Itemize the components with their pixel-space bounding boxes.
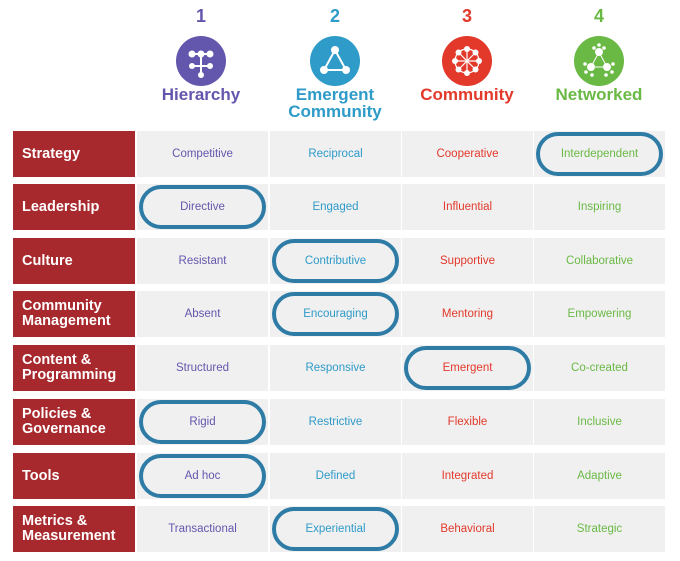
highlight-ring [272, 239, 399, 283]
stage-number: 4 [593, 6, 604, 26]
matrix-cell: Supportive [402, 238, 533, 284]
matrix-cell: Competitive [137, 131, 268, 177]
hierarchy-org-chart-icon [176, 36, 226, 86]
stage-title: Emergent Community [288, 85, 382, 121]
row-label: Strategy [13, 131, 135, 177]
matrix-cell: Integrated [402, 453, 533, 499]
row-label: Culture [13, 238, 135, 284]
stage-number: 2 [329, 6, 340, 26]
matrix-cell: Empowering [534, 291, 665, 337]
matrix-cell: Engaged [270, 184, 401, 230]
highlight-ring [139, 454, 266, 498]
highlight-ring [139, 185, 266, 229]
ring-network-icon [442, 36, 492, 86]
row-label: Community Management [13, 291, 135, 337]
stage-number: 1 [195, 6, 206, 26]
row-label: Leadership [13, 184, 135, 230]
highlight-ring [404, 346, 531, 390]
matrix-cell: Inspiring [534, 184, 665, 230]
matrix-cell: Restrictive [270, 399, 401, 445]
matrix-cell: Strategic [534, 506, 665, 552]
matrix-cell: Resistant [137, 238, 268, 284]
matrix-cell: Defined [270, 453, 401, 499]
matrix-cell: Collaborative [534, 238, 665, 284]
row-label: Tools [13, 453, 135, 499]
matrix-cell: Inclusive [534, 399, 665, 445]
row-label: Content & Programming [13, 345, 135, 391]
highlight-ring [272, 292, 399, 336]
row-label: Policies & Governance [13, 399, 135, 445]
stage-title: Networked [555, 85, 643, 104]
highlight-ring [536, 132, 663, 176]
row-label: Metrics & Measurement [13, 506, 135, 552]
stage-title: Hierarchy [161, 85, 241, 104]
highlight-ring [139, 400, 266, 444]
matrix-cell: Co-created [534, 345, 665, 391]
matrix-cell: Influential [402, 184, 533, 230]
matrix-cell: Mentoring [402, 291, 533, 337]
matrix-cell: Responsive [270, 345, 401, 391]
highlight-ring [272, 507, 399, 551]
matrix-cell: Behavioral [402, 506, 533, 552]
stage-number: 3 [461, 6, 472, 26]
matrix-cell: Reciprocal [270, 131, 401, 177]
matrix-cell: Transactional [137, 506, 268, 552]
matrix-cell: Flexible [402, 399, 533, 445]
triangle-network-icon [310, 36, 360, 86]
stage-title: Community [420, 85, 514, 104]
matrix-cell: Structured [137, 345, 268, 391]
matrix-cell: Adaptive [534, 453, 665, 499]
matrix-cell: Cooperative [402, 131, 533, 177]
clustered-network-icon [574, 36, 624, 86]
matrix-cell: Absent [137, 291, 268, 337]
